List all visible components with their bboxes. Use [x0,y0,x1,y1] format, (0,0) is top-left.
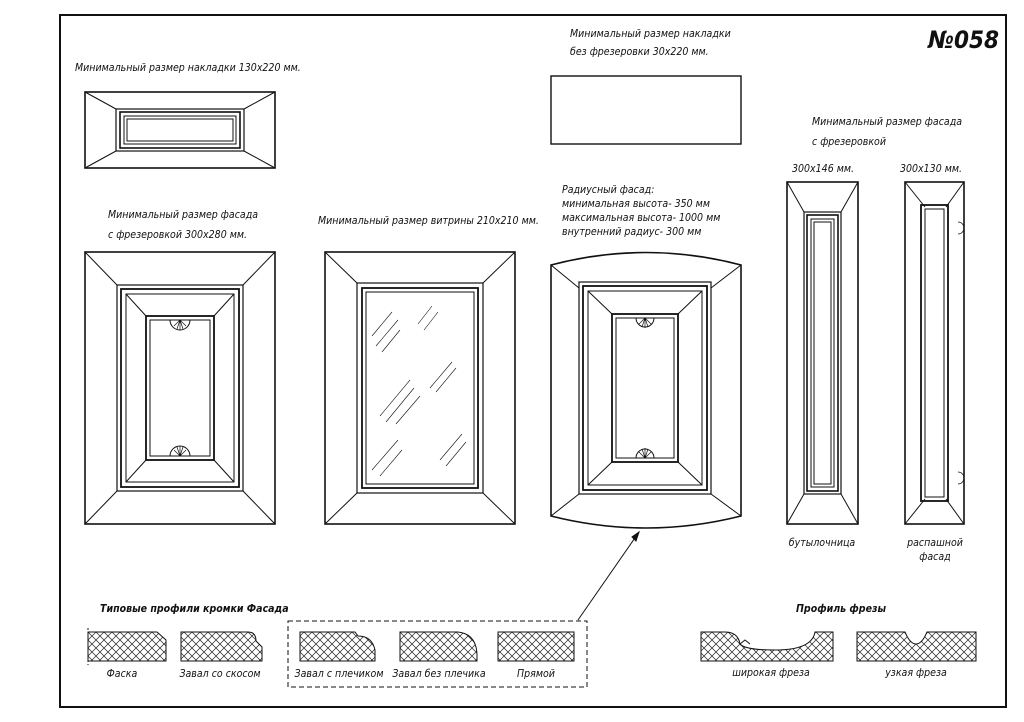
label-size-130: 300х130 мм. [900,162,963,175]
swing-facade [904,181,965,525]
sheet-frame [59,14,1007,708]
edge-profile-group [287,620,588,688]
label-profile-chamfer: Фаска [106,667,138,680]
profile-round-bevel-section [180,631,263,662]
label-facade-mill-1: Минимальный размер фасада [108,208,259,221]
bottle-holder-facade [786,181,859,525]
showcase-facade [324,251,516,525]
label-profile-straight: Прямой [517,667,555,680]
cutter-narrow-section [856,631,977,662]
label-facade-mill-right-2: с фрезеровкой [812,135,887,148]
glass-hatching [371,305,467,477]
label-swing-1: распашной [907,536,963,549]
leader-arrow [577,530,640,621]
label-facade-mill-2: с фрезеровкой 300х280 мм. [108,228,247,241]
label-bottle-holder: бутылочница [788,536,856,549]
label-swing-2: фасад [919,550,951,563]
milling-profile-title: Профиль фрезы [796,602,887,615]
edge-profiles-title: Типовые профили кромки Фасада [100,602,289,615]
cutter-wide-section [700,631,834,662]
facade-milled [84,251,276,525]
label-profile-round-bevel: Завал со скосом [179,667,261,680]
label-overlay-no-mill-1: Минимальный размер накладки [570,27,731,40]
label-cutter-wide: широкая фреза [732,666,810,679]
label-radius-2: минимальная высота- 350 мм [562,197,710,210]
label-profile-round-no-shoulder: Завал без плечика [392,667,486,680]
label-showcase: Минимальный размер витрины 210х210 мм. [318,214,539,227]
label-profile-round-shoulder: Завал с плечиком [294,667,384,680]
label-radius-4: внутренний радиус- 300 мм [562,225,702,238]
profile-round-no-shoulder-section [399,631,478,662]
label-overlay-no-mill-2: без фрезеровки 30х220 мм. [570,45,709,58]
label-radius-1: Радиусный фасад: [562,183,655,196]
label-radius-3: максимальная высота- 1000 мм [562,211,721,224]
label-facade-mill-right-1: Минимальный размер фасада [812,115,963,128]
label-cutter-narrow: узкая фреза [885,666,947,679]
profile-straight-section [497,631,575,662]
overlay-no-milling [550,75,742,145]
label-overlay-min: Минимальный размер накладки 130х220 мм. [75,61,301,74]
sheet-number: №058 [928,26,1000,54]
profile-chamfer-section [87,628,167,665]
radius-facade [550,251,742,529]
overlay-panel [84,91,276,169]
profile-round-shoulder-section [299,631,376,662]
label-size-146: 300х146 мм. [792,162,855,175]
